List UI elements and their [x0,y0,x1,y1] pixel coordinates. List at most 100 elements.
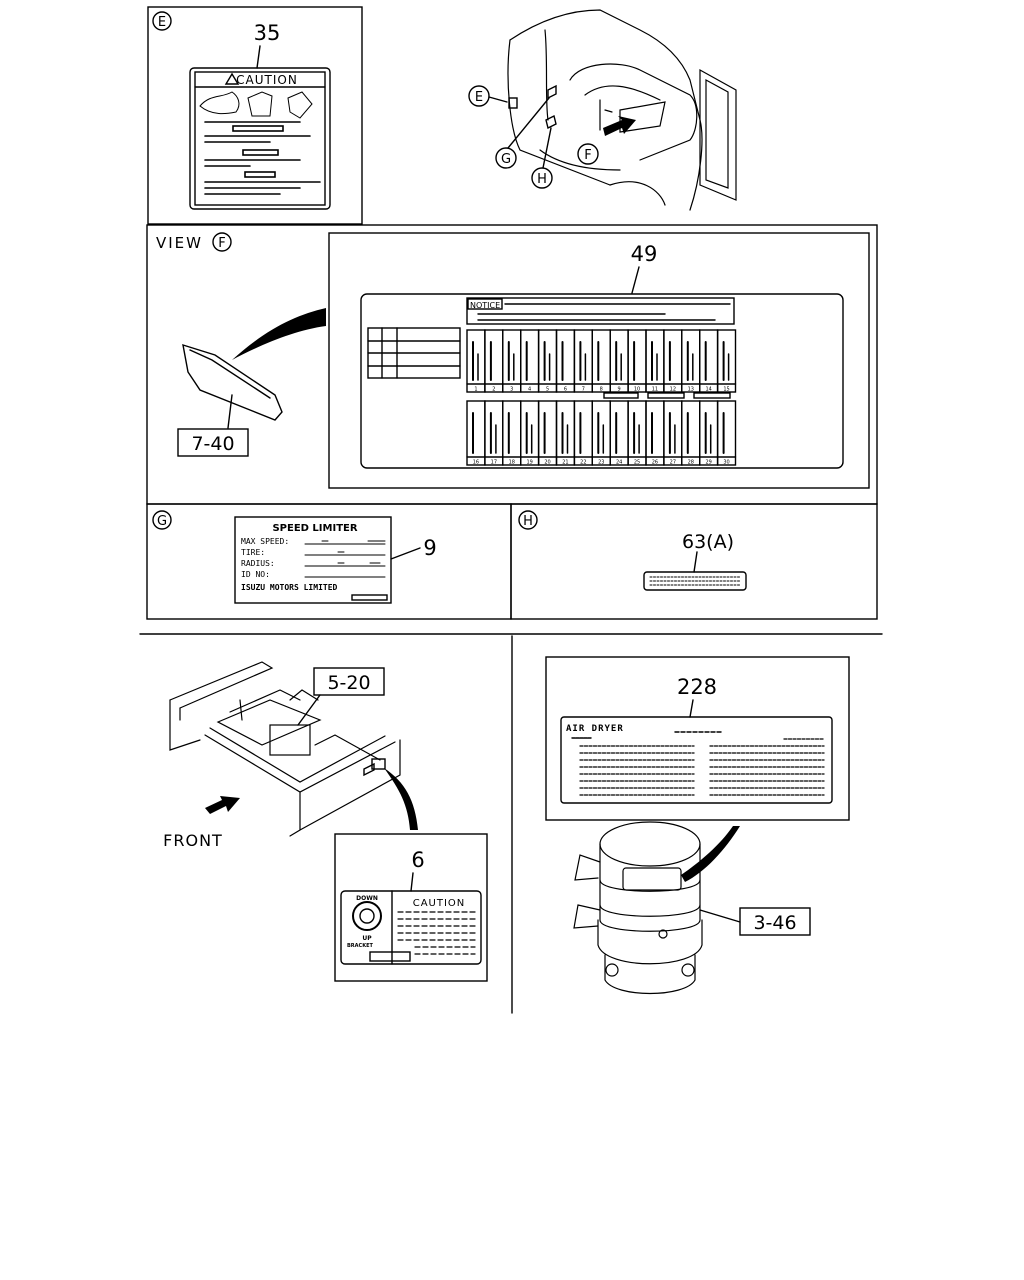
fuse-number: 3 [510,387,513,393]
panel-h-frame [510,503,878,620]
part-number-6: 6 [411,848,424,872]
sticker-location-6b [371,758,386,770]
svg-text:SPEED LIMITER: SPEED LIMITER [272,523,357,534]
fuse-number: 30 [723,460,729,466]
fuse-number: 29 [705,460,711,466]
fuse-number: 19 [526,460,532,466]
fuse-number: 16 [473,460,479,466]
svg-text:NOTICE: NOTICE [470,301,500,310]
leader-sweep-f [232,308,326,360]
fuse-number: 17 [491,460,497,466]
view-direction-arrow-icon [603,116,636,136]
svg-text:G: G [157,514,167,529]
fuse-number: 5 [546,387,549,393]
fuse-number: 9 [618,387,621,393]
svg-text:H: H [523,514,533,529]
ref-box-3-46: 3-46 [739,907,811,936]
svg-text:CAUTION: CAUTION [236,73,298,87]
sticker-location-e [508,97,518,109]
fuse-cell: 16 [466,400,486,466]
fuse-cell: 1 [466,329,486,393]
callout-e: E [152,11,172,31]
part-number-9: 9 [423,536,436,560]
svg-text:MAX SPEED:: MAX SPEED: [241,537,289,546]
fuse-cell: 8 [591,329,611,393]
fuse-cell: 13 [681,329,701,393]
fuse-box-cover-drawing [182,343,283,429]
fuse-cell: 19 [520,400,540,466]
callout-h: H [518,510,538,530]
chassis-frame-drawing [169,661,401,837]
panel-e-frame [147,6,363,225]
fuse-cell: 10 [627,329,647,393]
callout-g: G [152,510,172,530]
callout-cab-f: F [577,143,599,165]
svg-text:AIR DRYER: AIR DRYER [566,724,624,734]
fuse-number: 1 [474,387,477,393]
fuse-cell: 28 [681,400,701,466]
ref-box-7-40: 7-40 [177,428,249,457]
fuse-number: 14 [705,387,711,393]
fuse-cell: 3 [502,329,522,393]
air-dryer-canister-drawing [573,821,703,994]
leader-sweep-228 [681,826,740,882]
svg-text:DOWN: DOWN [356,895,378,902]
panel-6-frame [334,833,488,982]
svg-text:F: F [218,236,225,251]
fuse-cell: 6 [555,329,576,393]
ref-box-5-20: 5-20 [313,667,385,696]
fuse-cell: 2 [484,329,504,393]
view-f-detail-frame [328,232,870,489]
leader-sweep-6 [384,768,418,830]
panel-g-frame [146,503,512,620]
fuse-cell: 12 [663,329,683,393]
front-arrow-icon [205,796,240,814]
fuse-number: 24 [616,460,622,466]
sticker-location-g [547,84,557,100]
fuse-number: 13 [688,387,694,393]
air-dryer-label-228: AIR DRYER [560,716,833,804]
part-number-228: 228 [677,675,717,699]
svg-text:5-20: 5-20 [327,672,370,694]
fuse-number: 6 [564,387,567,393]
fuse-number: 7 [582,387,585,393]
fuse-cell: 26 [645,400,665,466]
fuse-cell: 5 [537,329,558,393]
fuse-number: 2 [492,387,495,393]
fuse-number: 10 [634,387,640,393]
part-number-35: 35 [254,21,281,45]
fuse-number: 4 [528,387,531,393]
sticker-location-6 [363,762,375,777]
warning-triangle-icon [224,72,240,85]
fuse-cell: 25 [627,400,647,466]
fuse-cell: 30 [716,400,737,466]
fuse-number: 12 [670,387,676,393]
callout-cab-h: H [531,167,553,189]
fuse-cell: 21 [555,400,576,466]
svg-text:7-40: 7-40 [191,433,234,455]
fuse-cell: 15 [716,329,737,393]
fuse-number: 18 [509,460,515,466]
fuse-cell: 7 [573,329,594,393]
fuse-cell: 22 [573,400,594,466]
fuse-number: 22 [580,460,586,466]
panel-228-frame [545,656,850,821]
fuse-number: 27 [670,460,676,466]
svg-text:CAUTION: CAUTION [413,898,466,909]
fuse-number: 8 [600,387,603,393]
plate-label-63a [643,571,747,591]
fuse-cell: 14 [699,329,719,393]
fuse-cell: 4 [520,329,540,393]
fuse-cell: 11 [645,329,665,393]
sticker-pictogram-icon [199,91,313,119]
fuse-cell: 23 [591,400,611,466]
callout-cab-e: E [468,85,490,107]
fuse-cell: 18 [502,400,522,466]
part-number-49: 49 [631,242,658,266]
svg-text:BRACKET: BRACKET [347,943,373,949]
caution-label-35: CAUTION [189,67,331,210]
fuse-cell: 17 [484,400,504,466]
fuse-cell: 20 [537,400,558,466]
fuse-cell: 27 [663,400,683,466]
view-f-title: VIEW [156,234,203,252]
